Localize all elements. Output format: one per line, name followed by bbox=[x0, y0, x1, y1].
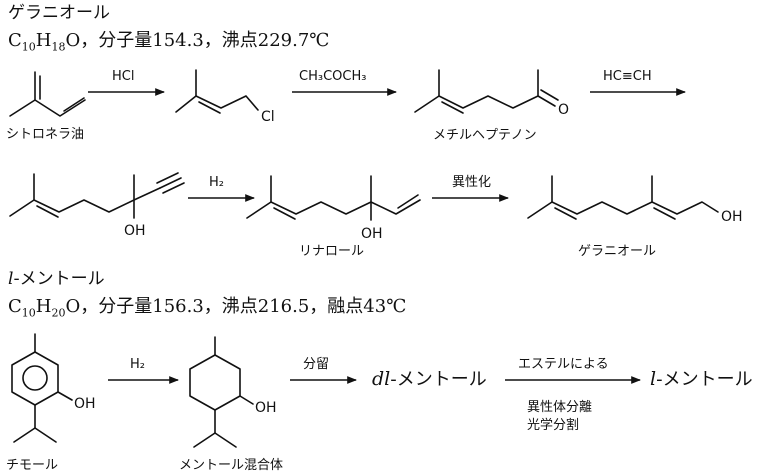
reagent-acetylene: HC≡CH bbox=[603, 69, 652, 84]
methylheptenone-structure: O bbox=[414, 69, 569, 118]
menthol-title-rest: -メントール bbox=[13, 269, 105, 289]
formula-h-count: 20 bbox=[51, 306, 66, 320]
reagent-distillation: 分留 bbox=[303, 357, 330, 372]
label-linalool: リナロール bbox=[299, 244, 365, 259]
thymol-structure: OH bbox=[11, 333, 96, 443]
formula-c-count: 10 bbox=[21, 40, 36, 54]
atom-chlorine: Cl bbox=[261, 109, 275, 125]
reagent-hydrogen: H₂ bbox=[209, 175, 224, 190]
l-prefix: l bbox=[650, 368, 657, 390]
reagent-ester: エステルによる bbox=[518, 357, 609, 372]
atom-hydroxyl: OH bbox=[255, 400, 277, 416]
formula-c: C bbox=[8, 296, 22, 317]
formula-o: O bbox=[65, 296, 81, 317]
label-methylheptenone: メチルヘプテノン bbox=[433, 128, 537, 143]
geraniol-formula: C10H18O，分子量154.3，沸点229.7℃ bbox=[8, 32, 329, 53]
formula-h-count: 18 bbox=[51, 40, 66, 54]
label-citronella-oil: シトロネラ油 bbox=[6, 127, 85, 142]
menthol-mixture-structure: OH bbox=[189, 336, 277, 448]
label-menthol-mixture: メントール混合体 bbox=[179, 458, 284, 473]
geraniol-structure: OH bbox=[527, 175, 743, 225]
label-thymol: チモール bbox=[6, 458, 59, 473]
atom-hydroxyl: OH bbox=[74, 396, 96, 412]
formula-h: H bbox=[35, 30, 52, 51]
atom-hydroxyl: OH bbox=[721, 209, 743, 225]
menthol-title-prefix: l bbox=[8, 269, 14, 289]
dl-menthol: dl-メントール bbox=[372, 370, 487, 389]
formula-c: C bbox=[8, 30, 22, 51]
formula-properties: ，分子量156.3，沸点216.5，融点43℃ bbox=[80, 296, 407, 317]
l-menthol: l-メントール bbox=[650, 370, 753, 389]
formula-o: O bbox=[65, 30, 81, 51]
dehydrolinalool-structure: OH bbox=[9, 172, 185, 239]
menthol-formula: C10H20O，分子量156.3，沸点216.5，融点43℃ bbox=[8, 298, 406, 319]
label-geraniol: ゲラニオール bbox=[578, 244, 657, 259]
separation-isomer: 異性体分離 bbox=[527, 400, 593, 415]
prenyl-chloride-structure: Cl bbox=[175, 69, 275, 125]
linalool-structure: OH bbox=[246, 175, 421, 242]
isoprene-structure bbox=[9, 71, 86, 117]
atom-hydroxyl: OH bbox=[361, 226, 383, 242]
reagent-hcl: HCl bbox=[112, 69, 135, 84]
menthol-title: l-メントール bbox=[8, 271, 105, 288]
dl-name: -メントール bbox=[390, 369, 487, 390]
reagent-acetone: CH₃COCH₃ bbox=[299, 69, 367, 84]
dl-prefix: dl bbox=[372, 368, 391, 390]
formula-properties: ，分子量154.3，沸点229.7℃ bbox=[80, 30, 330, 51]
separation-optical: 光学分割 bbox=[527, 418, 580, 433]
atom-hydroxyl: OH bbox=[124, 223, 146, 239]
formula-h: H bbox=[35, 296, 52, 317]
l-name: -メントール bbox=[656, 369, 753, 390]
reagent-hydrogen: H₂ bbox=[130, 357, 145, 372]
formula-c-count: 10 bbox=[21, 306, 36, 320]
atom-oxygen: O bbox=[558, 102, 569, 118]
reagent-isomerization: 異性化 bbox=[452, 175, 492, 190]
geraniol-title: ゲラニオール bbox=[8, 3, 110, 23]
